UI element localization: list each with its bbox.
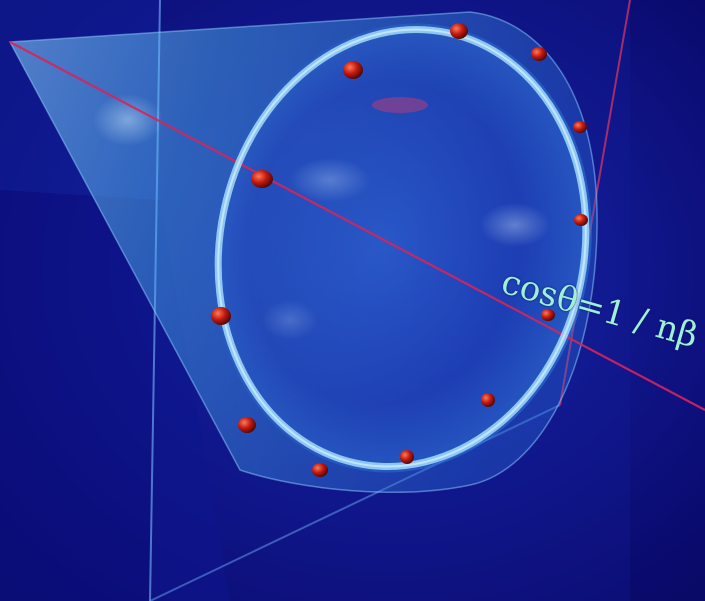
photodetector-dot: [211, 307, 231, 325]
reflection: [93, 94, 163, 146]
photodetector-dot: [573, 121, 587, 133]
cone-face: [212, 23, 592, 473]
photodetector-dot: [400, 450, 414, 464]
photodetector-dot: [343, 61, 363, 79]
photodetector-dot: [312, 463, 328, 477]
particle-axis: [9, 41, 705, 411]
photodetector-dot: [450, 23, 468, 39]
cherenkov-ring-highlight: [217, 28, 587, 468]
reflection: [480, 203, 550, 247]
reflection: [290, 158, 370, 202]
photodetector-dot: [251, 170, 273, 188]
photodetector-dot: [481, 393, 495, 407]
photodetector-dot: [574, 214, 588, 226]
photodetector-dot: [238, 417, 256, 433]
photodetector-dots: [211, 23, 588, 477]
reflection: [372, 97, 428, 113]
photodetector-dot: [531, 47, 547, 61]
photodetector-dot: [541, 309, 555, 321]
reflection: [262, 300, 318, 340]
